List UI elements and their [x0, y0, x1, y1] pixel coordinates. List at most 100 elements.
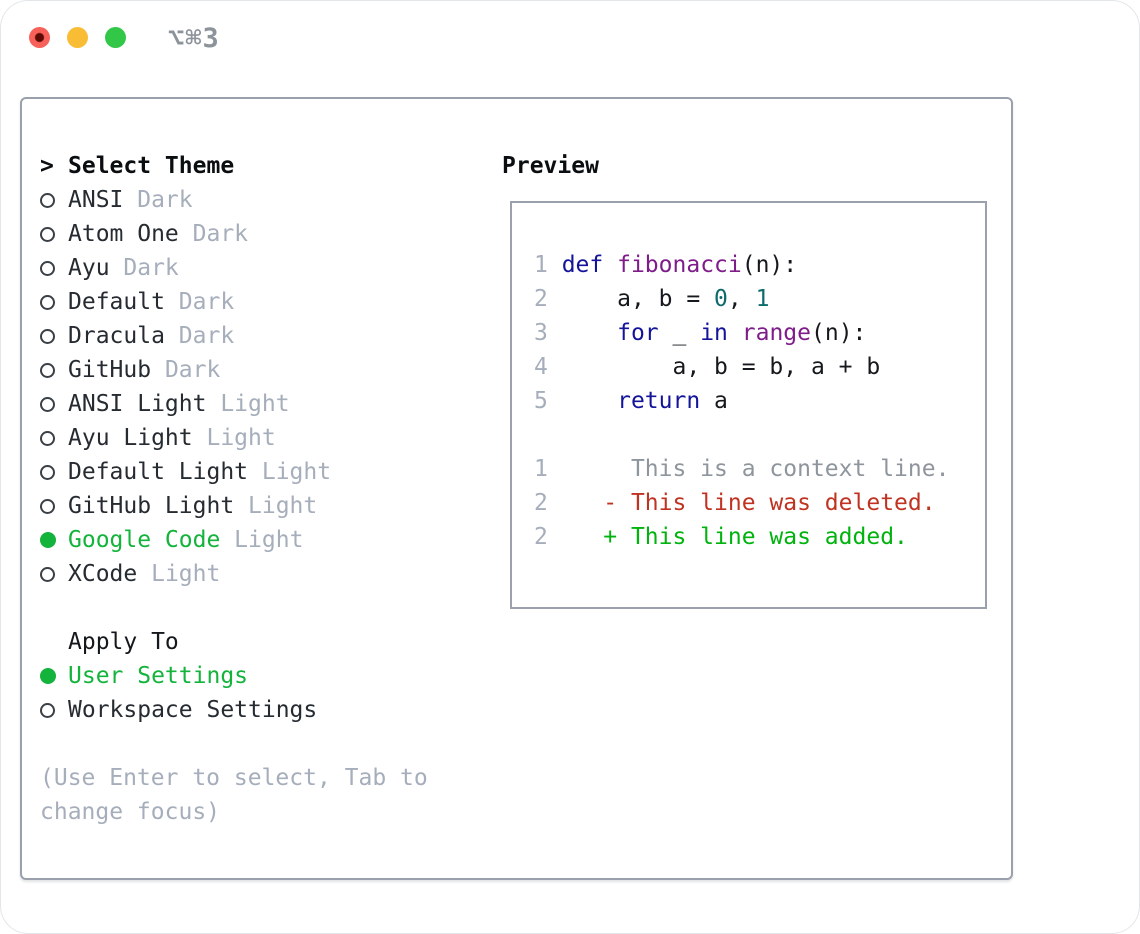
theme-option[interactable]: ANSI Light Light — [40, 387, 502, 421]
theme-variant: Light — [192, 425, 276, 451]
preview-header-row: Preview — [502, 149, 987, 183]
close-button[interactable] — [29, 27, 50, 48]
minimize-button[interactable] — [67, 27, 88, 48]
right-column: Preview 1 def fibonacci(n):2 a, b = 0, 1… — [502, 149, 987, 878]
theme-name: Default — [68, 289, 165, 315]
code-token: for — [617, 320, 659, 346]
apply-option-label: Workspace Settings — [68, 697, 318, 723]
window-title: ⌥⌘3 — [168, 23, 220, 54]
code-token: in — [700, 320, 728, 346]
theme-variant: Dark — [109, 255, 179, 281]
theme-option[interactable]: Default Light Light — [40, 455, 502, 489]
theme-variant: Light — [137, 561, 221, 587]
code-line: 3 for _ in range(n): — [534, 320, 985, 354]
focus-caret-icon: > — [40, 153, 54, 179]
theme-variant: Dark — [178, 221, 249, 247]
theme-name: Google Code — [68, 527, 221, 553]
code-token: 0 — [714, 286, 728, 312]
line-number: 4 — [534, 354, 562, 380]
theme-option[interactable]: Google Code Light — [40, 523, 502, 557]
code-line: 2 a, b = 0, 1 — [534, 286, 985, 320]
code-token: 1 — [755, 286, 770, 312]
code-token: , — [727, 286, 756, 312]
theme-name: ANSI — [68, 187, 124, 213]
diff-line: 2 - This line was deleted. — [534, 490, 985, 524]
traffic-lights — [29, 27, 126, 48]
theme-variant: Light — [220, 527, 304, 553]
diff-line: 1 This is a context line. — [534, 456, 985, 490]
theme-variant: Light — [206, 391, 290, 417]
theme-name: Atom One — [68, 221, 179, 247]
diff-text: - This line was deleted. — [561, 490, 936, 516]
blank-line — [534, 422, 985, 456]
theme-name: GitHub Light — [68, 493, 235, 519]
radio-icon — [40, 328, 68, 344]
code-token: return — [617, 388, 701, 414]
zoom-button[interactable] — [105, 27, 126, 48]
selected-radio-icon — [40, 532, 68, 548]
theme-option[interactable]: Ayu Dark — [40, 251, 502, 285]
theme-name: Ayu Light — [68, 425, 193, 451]
line-number: 1 — [534, 252, 562, 278]
line-number: 5 — [534, 388, 562, 414]
apply-option-label: User Settings — [68, 663, 249, 689]
code-token: def — [561, 252, 604, 278]
radio-icon — [40, 192, 68, 208]
theme-variant: Dark — [151, 357, 221, 383]
apply-option[interactable]: Workspace Settings — [40, 693, 502, 727]
theme-option[interactable]: GitHub Dark — [40, 353, 502, 387]
theme-option[interactable]: Dracula Dark — [40, 319, 502, 353]
line-number: 2 — [534, 524, 562, 550]
radio-icon — [40, 498, 68, 514]
diff-text: This is a context line. — [561, 456, 950, 482]
code-token — [562, 320, 617, 346]
radio-icon — [40, 396, 68, 412]
theme-option[interactable]: Ayu Light Light — [40, 421, 502, 455]
code-line: 4 a, b = b, a + b — [534, 354, 985, 388]
theme-option[interactable]: XCode Light — [40, 557, 502, 591]
radio-icon — [40, 702, 68, 718]
line-number: 3 — [534, 320, 562, 346]
radio-icon — [40, 430, 68, 446]
keyboard-hint: (Use Enter to select, Tab to change focu… — [40, 765, 442, 825]
theme-option[interactable]: GitHub Light Light — [40, 489, 502, 523]
theme-name: Default Light — [68, 459, 249, 485]
theme-option[interactable]: Atom One Dark — [40, 217, 502, 251]
code-token — [728, 320, 742, 346]
code-token — [603, 252, 617, 278]
radio-icon — [40, 464, 68, 480]
select-theme-header-row: > Select Theme — [40, 149, 502, 183]
line-number: 2 — [534, 286, 562, 312]
theme-name: XCode — [68, 561, 138, 587]
radio-icon — [40, 566, 68, 582]
theme-variant: Light — [234, 493, 318, 519]
theme-variant: Dark — [164, 323, 235, 349]
theme-option[interactable]: Default Dark — [40, 285, 502, 319]
theme-name: Ayu — [68, 255, 110, 281]
apply-option[interactable]: User Settings — [40, 659, 502, 693]
theme-option[interactable]: ANSI Dark — [40, 183, 502, 217]
radio-icon — [40, 294, 68, 310]
radio-icon — [40, 362, 68, 378]
line-number: 1 — [534, 456, 562, 482]
code-line: 1 def fibonacci(n): — [534, 252, 985, 286]
code-token: a, b = b, a + b — [561, 354, 881, 380]
theme-variant: Dark — [123, 187, 193, 213]
theme-name: Dracula — [68, 323, 165, 349]
theme-variant: Dark — [164, 289, 235, 315]
code-token — [562, 388, 617, 414]
selected-radio-icon — [40, 668, 68, 684]
code-token: (n): — [741, 252, 798, 278]
diff-text: + This line was added. — [561, 524, 908, 550]
theme-name: ANSI Light — [68, 391, 207, 417]
code-token: a, b = — [561, 286, 715, 312]
code-token: range — [741, 320, 811, 346]
code-token: a — [700, 388, 728, 414]
preview-title: Preview — [502, 153, 599, 179]
